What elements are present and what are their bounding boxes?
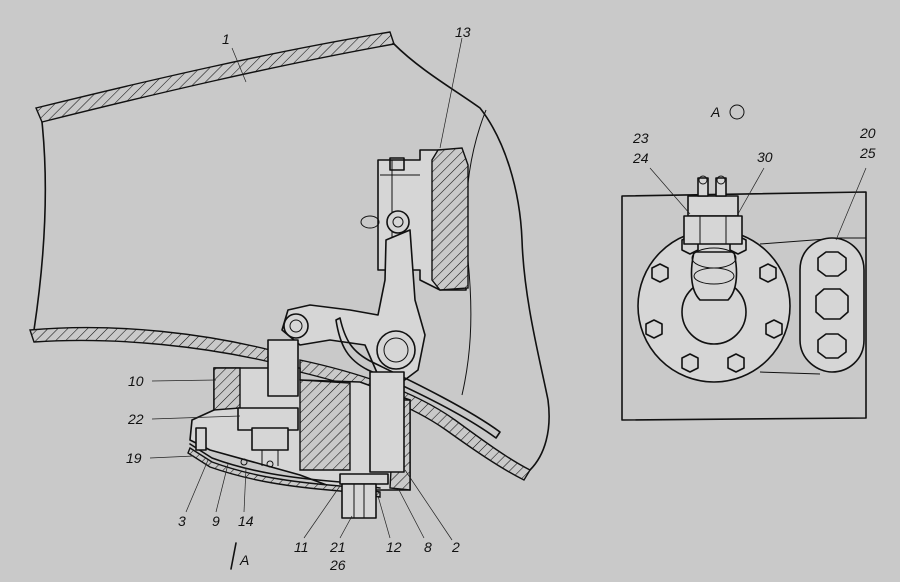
bolt-nut — [251, 427, 289, 451]
oval-bolt-bottom — [817, 333, 847, 359]
pivot-pin — [386, 210, 410, 234]
frame-outline-left — [33, 121, 47, 331]
flange-bolts — [645, 235, 783, 373]
mount-bar — [759, 237, 866, 375]
valve-stem — [690, 251, 738, 301]
callout-22: 22 — [127, 411, 144, 427]
callout-26: 26 — [329, 557, 346, 573]
view-a-panel — [621, 191, 867, 421]
callouts-left: 1 13 10 22 19 3 9 14 11 21 26 12 8 2 A — [126, 24, 471, 573]
callout-1: 1 — [222, 31, 230, 47]
callout-2: 2 — [451, 539, 460, 555]
bolt-head — [237, 407, 299, 431]
lever-pivot-small — [283, 313, 309, 339]
top-fitting-body — [687, 195, 739, 217]
lever-pivot-large — [376, 330, 416, 370]
callout-25: 25 — [859, 145, 876, 161]
callout-9: 9 — [212, 513, 220, 529]
bottom-nut-flats — [353, 484, 365, 518]
diaphragm-rivet — [240, 458, 248, 466]
section-view — [29, 31, 550, 519]
callout-24: 24 — [632, 150, 649, 166]
callout-12: 12 — [386, 539, 402, 555]
callouts-right: 23 24 30 20 25 — [632, 125, 876, 166]
grease-nipple-left-cap — [698, 175, 708, 185]
callout-30: 30 — [757, 149, 773, 165]
leader-lines-left — [149, 37, 463, 541]
piston-rod — [267, 339, 299, 397]
callout-11: 11 — [294, 539, 309, 555]
bottom-washer — [339, 473, 389, 485]
flange-bolt-8 — [727, 353, 745, 373]
view-rotation-symbol — [729, 104, 745, 120]
latch-pad — [431, 147, 469, 291]
grease-nipple-left — [697, 177, 709, 197]
valve-stem-ring-2 — [693, 267, 735, 285]
spring-plate — [335, 317, 501, 439]
flange-bolt-5 — [645, 319, 663, 339]
flange-bolt-4 — [759, 263, 777, 283]
diaphragm — [189, 443, 381, 489]
callout-13: 13 — [455, 24, 471, 40]
callout-23: 23 — [632, 130, 649, 146]
callout-3: 3 — [178, 513, 186, 529]
callout-20: 20 — [859, 125, 876, 141]
push-rod — [369, 371, 405, 473]
view-a — [621, 175, 867, 421]
callout-21: 21 — [329, 539, 346, 555]
leader-lines-right — [649, 167, 867, 241]
frame-outline-top — [393, 43, 550, 471]
section-mark-label: A — [239, 552, 249, 568]
flange-bolt-3 — [651, 263, 669, 283]
lower-housing-wall-mid — [299, 379, 351, 471]
section-cut-line — [230, 542, 237, 570]
callout-19: 19 — [126, 450, 142, 466]
callout-10: 10 — [128, 373, 144, 389]
lever-pivot-large-inner — [383, 337, 409, 363]
diaphragm-rivet-2 — [266, 460, 274, 468]
top-fitting-flats — [699, 216, 727, 244]
grease-nipple-right-cap — [716, 175, 726, 185]
flange-bolt-6 — [765, 319, 783, 339]
lever-pivot-small-inner — [289, 319, 303, 333]
frame-lower-wall — [29, 326, 271, 363]
latch-top-nut — [389, 157, 405, 171]
bottom-nut — [341, 483, 377, 519]
frame-upper-wall — [35, 31, 395, 123]
lower-housing-wall-left — [213, 367, 241, 411]
view-title: A — [710, 104, 720, 120]
spring-clip — [360, 215, 380, 229]
flange-bolt-7 — [681, 353, 699, 373]
grease-nipples — [697, 175, 727, 197]
pivot-pin-inner — [392, 216, 404, 228]
oval-bolt-mid — [815, 288, 849, 320]
grease-nipple-right — [715, 177, 727, 197]
callout-8: 8 — [424, 539, 432, 555]
clamp-screw — [195, 427, 207, 451]
callout-14: 14 — [238, 513, 254, 529]
bolt-thread — [261, 450, 279, 466]
top-fitting-nut — [683, 215, 743, 245]
oval-bolt-top — [817, 251, 847, 277]
